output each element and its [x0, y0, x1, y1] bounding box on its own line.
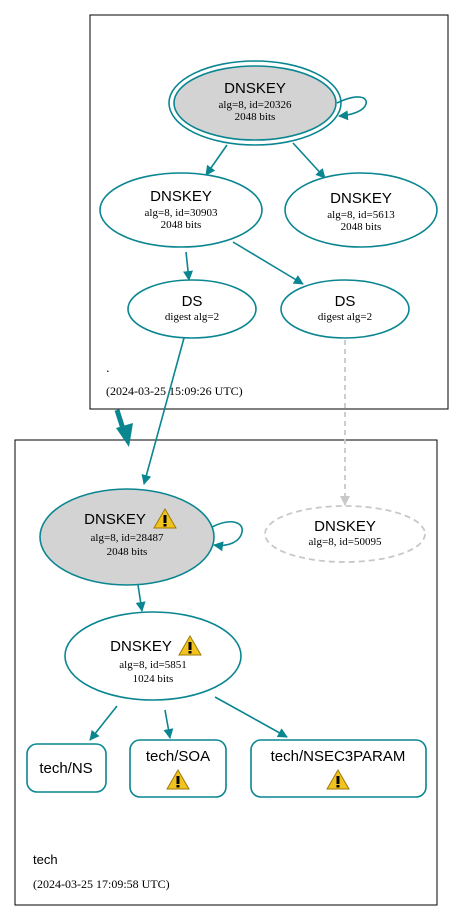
- node-root-zsk1: DNSKEY alg=8, id=30903 2048 bits: [99, 172, 263, 248]
- node-root-zsk1-line1: alg=8, id=30903: [145, 207, 218, 219]
- edge-zsk-ns: [89, 705, 118, 741]
- edge-zsk-nsec3param: [214, 696, 288, 738]
- node-tech-ksk-line1: alg=8, id=28487: [91, 532, 164, 544]
- node-tech-zsk-line1: alg=8, id=5851: [119, 659, 186, 671]
- edge-root-ksk-self: [336, 96, 367, 121]
- zone-root-name: .: [106, 360, 110, 375]
- node-root-ksk: DNSKEY alg=8, id=20326 2048 bits: [168, 60, 342, 146]
- node-tech-missing-line1: alg=8, id=50095: [309, 536, 382, 548]
- rrset-soa-label: tech/SOA: [146, 748, 210, 765]
- node-ds2-line1: digest alg=2: [318, 311, 372, 323]
- node-tech-zsk: DNSKEY alg=8, id=5851 1024 bits: [64, 611, 242, 701]
- node-ds2: DS digest alg=2: [280, 279, 410, 339]
- edge-zsk-soa: [163, 709, 174, 739]
- node-ds1: DS digest alg=2: [127, 279, 257, 339]
- node-root-ksk-line1: alg=8, id=20326: [219, 99, 292, 111]
- edge-root-ksk-zsk2: [292, 142, 326, 179]
- node-root-zsk1-title: DNSKEY: [150, 188, 212, 205]
- node-root-zsk1-line2: 2048 bits: [161, 219, 202, 231]
- node-root-zsk2: DNSKEY alg=8, id=5613 2048 bits: [284, 172, 438, 248]
- node-tech-missing: DNSKEY alg=8, id=50095: [264, 505, 426, 563]
- rrset-nsec3param: tech/NSEC3PARAM: [250, 739, 427, 798]
- zone-root-timestamp: (2024-03-25 15:09:26 UTC): [106, 384, 243, 398]
- edge-zsk1-ds1: [183, 251, 194, 281]
- node-ds1-title: DS: [182, 293, 203, 310]
- edge-ds1-tech-ksk: [141, 337, 185, 485]
- node-tech-ksk-line2: 2048 bits: [107, 546, 148, 558]
- node-root-ksk-line2: 2048 bits: [235, 111, 276, 123]
- node-tech-zsk-title: DNSKEY: [110, 638, 172, 655]
- node-tech-missing-title: DNSKEY: [314, 518, 376, 535]
- node-ds2-title: DS: [335, 293, 356, 310]
- rrset-nsec3param-label: tech/NSEC3PARAM: [271, 748, 406, 765]
- rrset-soa: tech/SOA: [129, 739, 227, 798]
- node-root-zsk2-line1: alg=8, id=5613: [327, 209, 395, 221]
- rrset-ns: tech/NS: [26, 743, 107, 793]
- edge-tech-ksk-zsk: [135, 584, 146, 612]
- rrset-ns-label: tech/NS: [39, 760, 92, 777]
- node-root-zsk2-line2: 2048 bits: [341, 221, 382, 233]
- edge-zsk1-ds2: [232, 241, 304, 285]
- edge-root-ksk-zsk1: [205, 144, 228, 176]
- zone-tech-name: tech: [33, 852, 58, 867]
- node-root-zsk2-title: DNSKEY: [330, 190, 392, 207]
- edge-tech-ksk-self: [211, 521, 243, 552]
- zone-tech-box: [14, 439, 438, 906]
- delegation-arrow-head: [116, 423, 133, 447]
- zone-tech-timestamp: (2024-03-25 17:09:58 UTC): [33, 877, 170, 891]
- zone-root-box: [89, 14, 449, 410]
- node-tech-ksk: DNSKEY alg=8, id=28487 2048 bits: [39, 488, 215, 586]
- node-root-ksk-title: DNSKEY: [224, 80, 286, 97]
- node-tech-ksk-title: DNSKEY: [84, 511, 146, 528]
- node-ds1-line1: digest alg=2: [165, 311, 219, 323]
- node-tech-zsk-line2: 1024 bits: [133, 673, 174, 685]
